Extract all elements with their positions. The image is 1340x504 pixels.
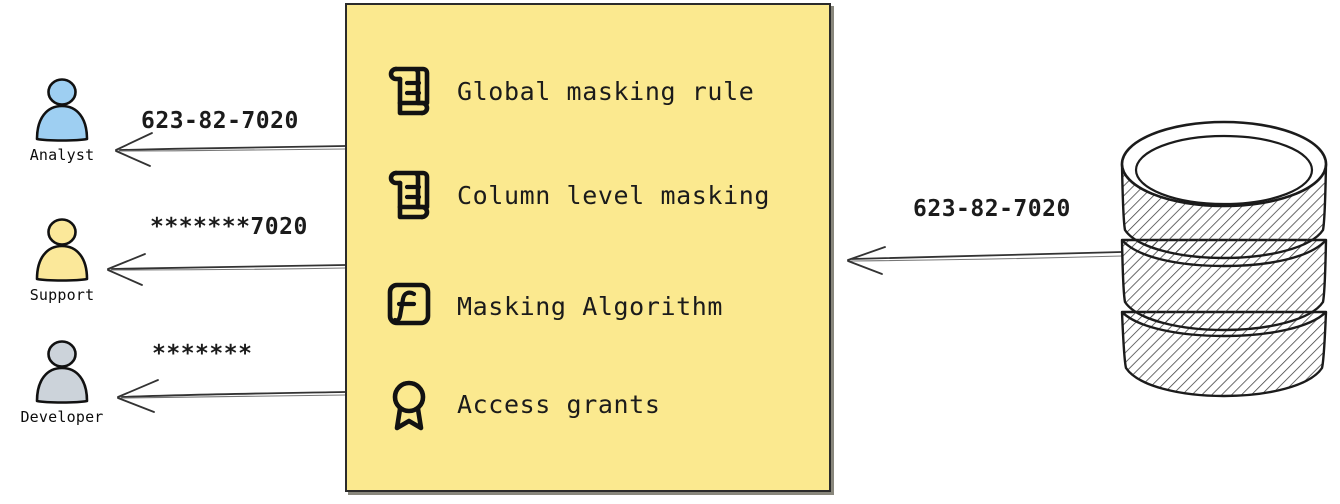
database-cylinder-icon [1120, 120, 1328, 398]
person-icon [35, 78, 89, 142]
db-disc-middle [1120, 238, 1328, 332]
flow-label-developer: ******* [152, 341, 253, 367]
policy-item-global-masking-rule[interactable]: Global masking rule [383, 63, 754, 119]
masking-policy-panel: Global masking rule Column level masking [345, 3, 831, 492]
policy-item-masking-algorithm[interactable]: Masking Algorithm [383, 278, 723, 334]
actor-label-developer: Developer [20, 408, 104, 426]
policy-label: Masking Algorithm [457, 291, 724, 321]
flow-label-analyst: 623-82-7020 [141, 108, 299, 134]
policy-label: Column level masking [457, 180, 771, 210]
actor-label-support: Support [29, 286, 95, 304]
actor-label-analyst: Analyst [29, 146, 95, 164]
policy-label: Access grants [457, 389, 661, 419]
actor-developer: Developer [2, 336, 122, 426]
arrow-to-analyst [115, 132, 346, 167]
db-disc-bottom [1120, 310, 1328, 398]
actor-analyst: Analyst [2, 74, 122, 164]
person-icon [35, 340, 89, 404]
scroll-icon [388, 66, 430, 116]
arrow-db-to-panel [847, 246, 1123, 275]
arrow-to-developer [117, 379, 346, 413]
person-icon [35, 218, 89, 282]
award-icon [392, 380, 426, 431]
policy-label: Global masking rule [457, 76, 755, 106]
arrow-to-support [107, 253, 346, 286]
policy-item-column-level-masking[interactable]: Column level masking [383, 167, 770, 223]
policy-list: Global masking rule Column level masking [347, 5, 829, 490]
database-node [1108, 112, 1340, 404]
function-icon [387, 282, 431, 326]
flow-label-support: *******7020 [150, 214, 308, 240]
policy-item-access-grants[interactable]: Access grants [383, 376, 660, 432]
db-disc-top [1120, 120, 1328, 260]
flow-label-database: 623-82-7020 [913, 196, 1071, 222]
scroll-icon [388, 170, 430, 220]
actor-support: Support [2, 214, 122, 304]
